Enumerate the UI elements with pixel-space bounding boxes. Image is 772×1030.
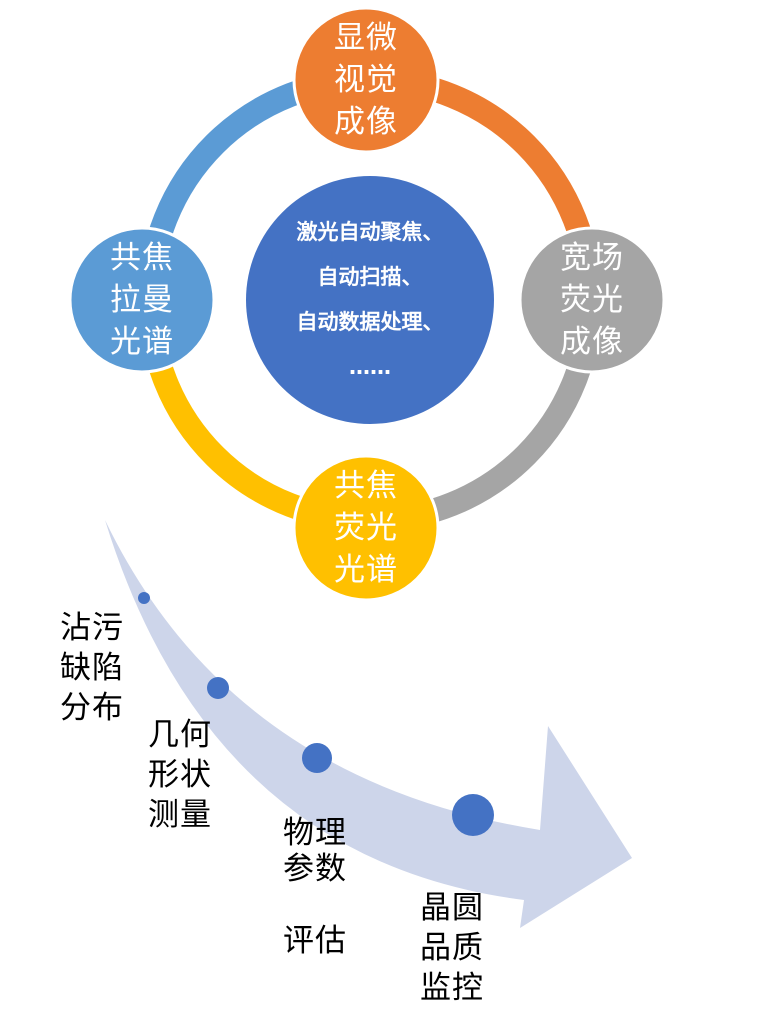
stage-dot-4 (452, 794, 494, 836)
node-left-label: 共焦 拉曼 光谱 (110, 240, 174, 360)
node-top-circle (292, 6, 440, 154)
center-line-1: 激光自动聚焦、 (296, 220, 444, 244)
node-left-circle (68, 226, 216, 374)
stage-dot-3 (302, 743, 332, 773)
center-line-4: …… (349, 355, 391, 379)
stage-label-4: 晶圆 品质 监控 (420, 890, 484, 1006)
node-right-label: 宽场 荧光 成像 (560, 240, 624, 360)
node-right-circle (518, 226, 666, 374)
center-label: 激光自动聚焦、 自动扫描、 自动数据处理、 …… (250, 210, 490, 390)
node-bottom-circle (292, 454, 440, 602)
center-circle (246, 176, 494, 424)
stage-label-1: 沾污 缺陷 分布 (60, 610, 124, 726)
stage-label-3: 物理 参数 评估 (283, 815, 347, 959)
center-line-2: 自动扫描、 (317, 265, 423, 289)
stage-label-2: 几何 形状 测量 (148, 717, 212, 833)
center-line-3: 自动数据处理、 (296, 310, 444, 334)
process-arrow (105, 520, 632, 928)
stage-dot-2 (207, 677, 229, 699)
node-bottom-label: 共焦 荧光 光谱 (334, 468, 398, 588)
stage-dot-1 (138, 592, 150, 604)
node-top-label: 显微 视觉 成像 (334, 20, 398, 140)
